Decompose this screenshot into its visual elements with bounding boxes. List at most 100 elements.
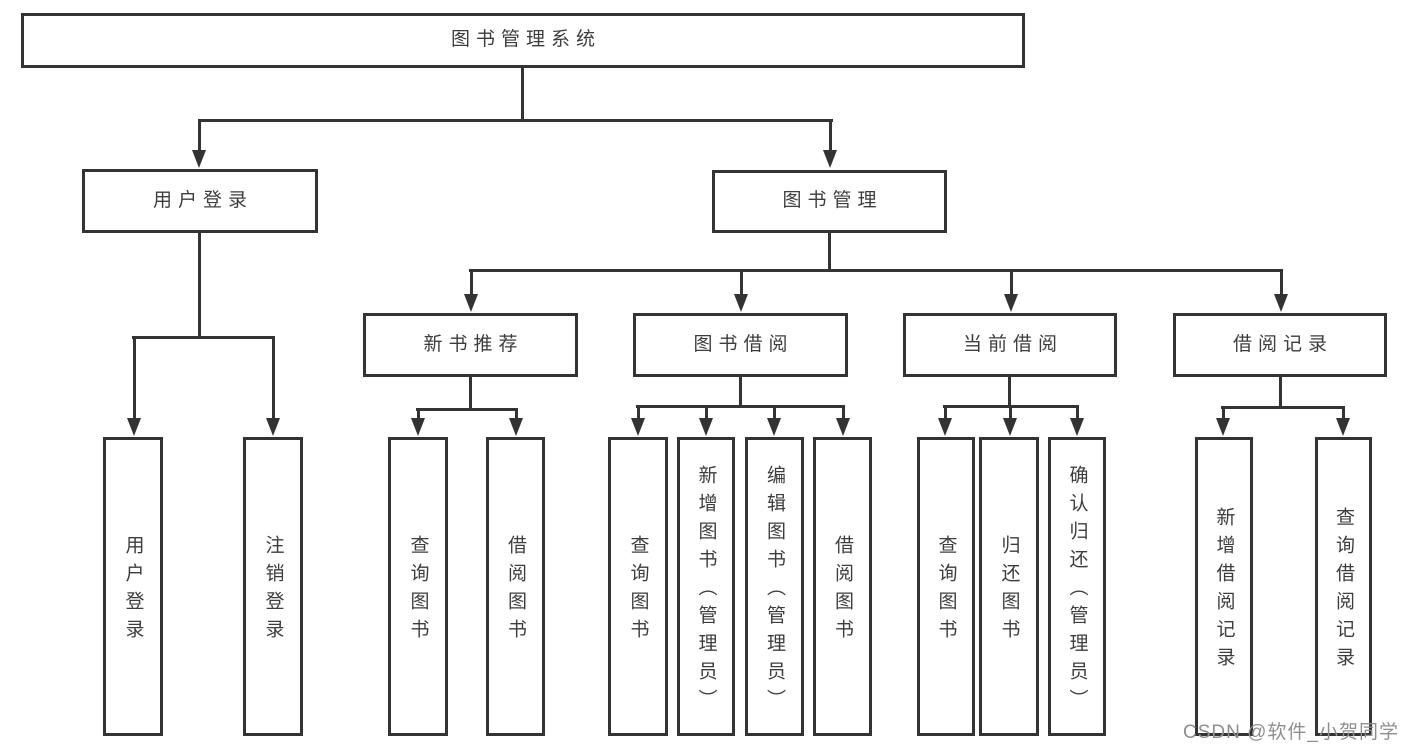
leaf-br-query-record: 查询借阅记录: [1315, 437, 1372, 736]
node-root-label: 图书管理系统: [450, 29, 601, 51]
arrow-head-icon: [767, 418, 781, 436]
arrow-to-br-query-record: [1335, 406, 1351, 436]
arrow-head-icon: [938, 418, 952, 436]
leaf-logout: 注销登录: [243, 437, 303, 736]
leaf-br-add-record: 新增借阅记录: [1195, 437, 1253, 736]
connector-userlogin-stem: [198, 233, 201, 339]
node-user-login-label: 用户登录: [152, 189, 253, 211]
node-borrow-records: 借阅记录: [1173, 313, 1387, 377]
node-book-borrow: 图书借阅: [633, 313, 848, 377]
arrow-shaft: [739, 269, 743, 296]
arrow-head-icon: [127, 418, 141, 436]
arrow-head-icon: [1004, 294, 1018, 312]
leaf-bb-borrow-books-label: 借阅图书: [832, 535, 853, 647]
connector-bookborrow-stem: [739, 377, 742, 408]
arrow-head-icon: [1003, 418, 1017, 436]
leaf-cb-query-books: 查询图书: [917, 437, 975, 736]
leaf-cb-return-books: 归还图书: [979, 437, 1039, 736]
arrow-head-icon: [509, 418, 523, 436]
connector-root-stem: [521, 68, 524, 121]
connector-newbook-stem: [469, 377, 472, 410]
node-root: 图书管理系统: [21, 13, 1025, 68]
arrow-head-icon: [192, 150, 206, 168]
node-current-borrow: 当前借阅: [903, 313, 1117, 377]
leaf-nbr-borrow-books: 借阅图书: [486, 437, 545, 736]
arrow-shaft: [828, 119, 832, 152]
leaf-bb-query-books-label: 查询图书: [627, 535, 649, 647]
leaf-cb-confirm-return-admin-label: 确认归还（管理员）: [1066, 465, 1088, 717]
arrow-head-icon: [631, 418, 645, 436]
leaf-bb-edit-books-admin-label: 编辑图书（管理员）: [764, 465, 785, 717]
connector-userlogin-rail: [132, 336, 275, 339]
leaf-nbr-query-books: 查询图书: [388, 437, 448, 736]
arrow-shaft: [1279, 269, 1283, 296]
arrow-head-icon: [823, 150, 837, 168]
node-new-book-recommend: 新书推荐: [363, 313, 578, 377]
arrow-shaft: [1221, 406, 1225, 420]
leaf-logout-label: 注销登录: [262, 535, 284, 647]
arrow-shaft: [469, 269, 473, 296]
arrow-shaft: [197, 119, 201, 152]
leaf-bb-add-books-admin-label: 新增图书（管理员）: [695, 465, 717, 717]
arrow-head-icon: [1336, 418, 1350, 436]
arrow-head-icon: [1216, 418, 1230, 436]
arrow-shaft: [704, 405, 708, 420]
arrow-shaft: [1075, 405, 1079, 420]
node-book-management: 图书管理: [712, 170, 947, 233]
connector-level2-rail: [198, 119, 833, 122]
arrow-to-book-management: [822, 119, 838, 168]
arrow-shaft: [1009, 269, 1013, 296]
leaf-cb-confirm-return-admin: 确认归还（管理员）: [1048, 437, 1106, 736]
leaf-nbr-query-books-label: 查询图书: [407, 535, 429, 647]
arrow-to-cb-return-books: [1002, 405, 1018, 436]
arrow-to-borrow-records: [1273, 269, 1289, 312]
arrow-shaft: [416, 408, 420, 420]
node-book-borrow-label: 图书借阅: [693, 333, 794, 355]
leaf-user-login: 用户登录: [103, 437, 163, 736]
arrow-shaft: [943, 405, 947, 420]
connector-level3-rail: [469, 269, 1283, 272]
leaf-cb-query-books-label: 查询图书: [935, 535, 957, 647]
arrow-shaft: [271, 336, 275, 420]
arrow-to-leaf-logout: [265, 336, 281, 436]
arrow-head-icon: [1070, 418, 1084, 436]
arrow-shaft: [636, 405, 640, 420]
arrow-head-icon: [836, 418, 850, 436]
arrow-head-icon: [734, 294, 748, 312]
arrow-shaft: [514, 408, 518, 420]
arrow-to-bb-query-books: [630, 405, 646, 436]
arrow-to-cb-confirm-return: [1069, 405, 1085, 436]
arrow-head-icon: [464, 294, 478, 312]
arrow-shaft: [1008, 405, 1012, 420]
arrow-to-nbr-query-books: [410, 408, 426, 436]
node-user-login: 用户登录: [82, 169, 318, 233]
leaf-bb-query-books: 查询图书: [608, 437, 668, 736]
arrow-head-icon: [1274, 294, 1288, 312]
leaf-cb-return-books-label: 归还图书: [998, 535, 1020, 647]
node-new-book-recommend-label: 新书推荐: [423, 333, 524, 355]
csdn-watermark: CSDN @软件_小贺同学: [1183, 722, 1399, 743]
arrow-head-icon: [699, 418, 713, 436]
leaf-bb-edit-books-admin: 编辑图书（管理员）: [745, 437, 804, 736]
arrow-to-book-borrow: [733, 269, 749, 312]
arrow-to-leaf-user-login: [126, 336, 142, 436]
arrow-to-nbr-borrow-books: [508, 408, 524, 436]
node-current-borrow-label: 当前借阅: [962, 333, 1063, 355]
connector-bookmgmt-stem: [828, 233, 831, 272]
connector-records-rail: [1221, 406, 1345, 409]
arrow-to-cb-query-books: [937, 405, 953, 436]
connector-newbook-rail: [416, 408, 518, 411]
leaf-br-add-record-label: 新增借阅记录: [1213, 507, 1235, 675]
arrow-shaft: [772, 405, 776, 420]
connector-currentborrow-stem: [1008, 377, 1011, 408]
leaf-nbr-borrow-books-label: 借阅图书: [505, 535, 526, 647]
arrow-to-br-add-record: [1215, 406, 1231, 436]
leaf-br-query-record-label: 查询借阅记录: [1333, 507, 1354, 675]
arrow-shaft: [132, 336, 136, 420]
node-book-management-label: 图书管理: [782, 190, 883, 212]
leaf-bb-borrow-books: 借阅图书: [813, 437, 872, 736]
arrow-shaft: [1341, 406, 1345, 420]
leaf-user-login-label: 用户登录: [122, 535, 144, 647]
arrow-to-bb-add-books: [698, 405, 714, 436]
connector-records-stem: [1279, 377, 1282, 409]
